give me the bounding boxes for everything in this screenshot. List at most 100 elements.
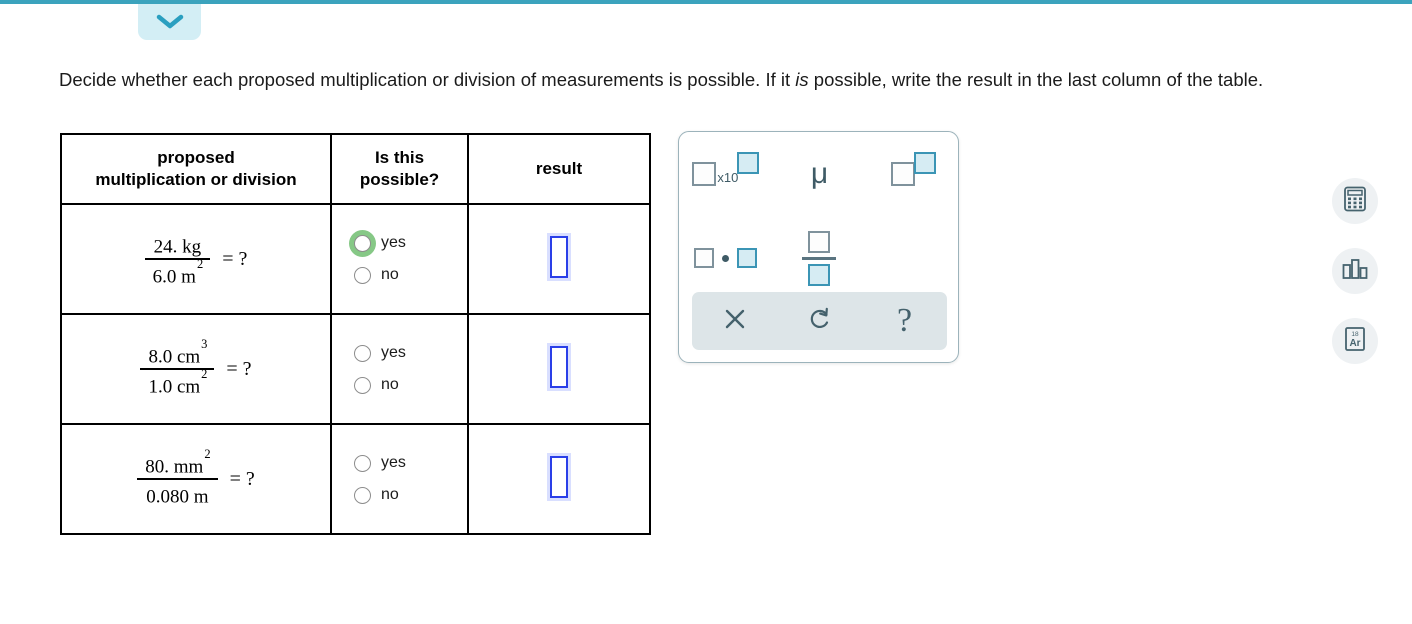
radio-button-no[interactable] <box>354 486 371 504</box>
equals-question: = ? <box>229 467 255 490</box>
fraction-icon <box>802 230 837 286</box>
numerator-exponent: 2 <box>204 446 211 461</box>
equals-question: = ? <box>222 247 248 270</box>
radio-button-yes[interactable] <box>354 234 371 252</box>
radio-label-no: no <box>381 266 399 283</box>
expression-cell: 24. kg 6.0 m2 = ? <box>60 203 332 315</box>
radio-option-yes[interactable]: yes <box>354 454 467 472</box>
base-and-label: x10 <box>692 162 738 186</box>
possible-cell: yes no <box>330 423 469 535</box>
keypad-button-grid: x10 μ <box>679 132 958 300</box>
radio-label-yes: yes <box>381 234 406 251</box>
result-input[interactable] <box>550 455 568 498</box>
denominator-text: 1.0 cm <box>148 376 201 398</box>
exponent-icon <box>890 152 936 186</box>
fraction: 8.0 cm3 1.0 cm2 <box>140 336 215 398</box>
prompt-text-part2: possible, write the result in the last c… <box>808 68 1264 90</box>
column-header-possible-line2: possible? <box>359 170 440 189</box>
denominator-box <box>808 263 831 286</box>
radio-group: yes no <box>354 454 467 504</box>
svg-text:Ar: Ar <box>1349 338 1360 349</box>
fraction: 80. mm2 0.080 m <box>137 446 218 508</box>
radio-label-yes: yes <box>381 454 406 471</box>
question-mark-icon: ? <box>896 302 913 339</box>
numerator-text: 8.0 cm <box>148 346 201 368</box>
radio-option-no[interactable]: no <box>354 376 467 394</box>
scientific-notation-button[interactable]: x10 <box>679 132 773 216</box>
prompt-text-part1: Decide whether each proposed multiplicat… <box>59 68 796 90</box>
fraction-numerator: 24. kg <box>146 230 210 258</box>
fraction: 24. kg 6.0 m2 <box>144 230 211 288</box>
calculator-tool[interactable] <box>1332 178 1378 224</box>
undo-arrow-icon <box>806 305 834 338</box>
column-header-result: result <box>467 133 651 205</box>
help-button[interactable]: ? <box>897 304 912 338</box>
math-expression: 24. kg 6.0 m2 = ? <box>144 230 248 288</box>
radio-button-no[interactable] <box>354 376 371 394</box>
radio-option-yes[interactable]: yes <box>354 344 467 362</box>
fraction-bar <box>137 478 218 480</box>
denominator-text: 6.0 m <box>152 266 196 288</box>
fraction-button[interactable] <box>773 216 867 300</box>
denominator-exponent: 2 <box>201 366 208 381</box>
result-input[interactable] <box>550 345 568 388</box>
radio-button-no[interactable] <box>354 266 371 284</box>
exponent-box <box>737 152 760 174</box>
math-expression: 80. mm2 0.080 m = ? <box>137 446 255 508</box>
periodic-table-tool[interactable]: 18 Ar <box>1332 318 1378 364</box>
fraction-bar <box>144 258 211 260</box>
math-keypad-panel: x10 μ <box>678 131 959 363</box>
numerator-box <box>808 230 831 253</box>
radio-label-yes: yes <box>381 344 406 361</box>
result-cell[interactable] <box>467 203 651 315</box>
calculator-icon <box>1343 186 1367 217</box>
numerator-exponent: 3 <box>201 336 208 351</box>
result-cell[interactable] <box>467 423 651 535</box>
empty-box <box>890 162 915 186</box>
radio-button-yes[interactable] <box>354 454 371 472</box>
result-input[interactable] <box>550 235 568 278</box>
math-expression: 8.0 cm3 1.0 cm2 = ? <box>140 336 252 398</box>
column-header-expression-line1: proposed <box>157 148 235 167</box>
svg-text:18: 18 <box>1351 331 1359 338</box>
exponent-box <box>913 152 936 174</box>
x10-label: x10 <box>717 170 739 185</box>
fraction-bar <box>802 256 837 260</box>
chevron-down-icon <box>156 14 184 30</box>
close-x-icon <box>722 306 748 337</box>
fraction-denominator: 0.080 m <box>138 480 216 508</box>
clear-button[interactable] <box>722 306 748 337</box>
periodic-table-icon: 18 Ar <box>1343 326 1367 357</box>
measurement-table: proposed multiplication or division Is t… <box>60 133 651 535</box>
radio-option-no[interactable]: no <box>354 266 467 284</box>
radio-label-no: no <box>381 376 399 393</box>
numerator-text: 80. mm <box>145 456 204 478</box>
exponent-button[interactable] <box>866 132 958 216</box>
radio-option-no[interactable]: no <box>354 486 467 504</box>
mu-symbol: μ <box>810 157 829 190</box>
multiplication-dot-button[interactable] <box>679 216 773 300</box>
expression-cell: 8.0 cm3 1.0 cm2 = ? <box>60 313 332 425</box>
table-row: 8.0 cm3 1.0 cm2 = ? yes <box>60 313 651 425</box>
radio-button-yes[interactable] <box>354 344 371 362</box>
bar-chart-icon <box>1341 257 1369 286</box>
collapse-section-tab[interactable] <box>138 4 201 40</box>
denominator-exponent: 2 <box>196 256 204 271</box>
column-header-possible: Is this possible? <box>330 133 469 205</box>
fraction-numerator: 80. mm2 <box>137 446 217 478</box>
table-row: 80. mm2 0.080 m = ? yes <box>60 423 651 535</box>
top-accent-bar <box>0 0 1412 4</box>
fraction-bar <box>140 368 215 370</box>
possible-cell: yes no <box>330 313 469 425</box>
result-cell[interactable] <box>467 313 651 425</box>
radio-group: yes no <box>354 344 467 394</box>
radio-option-yes[interactable]: yes <box>354 234 467 252</box>
column-header-possible-line1: Is this <box>374 148 425 167</box>
micro-prefix-button[interactable]: μ <box>773 132 867 216</box>
table-row: 24. kg 6.0 m2 = ? yes <box>60 203 651 315</box>
data-chart-tool[interactable] <box>1332 248 1378 294</box>
undo-button[interactable] <box>806 305 834 338</box>
dot-operator <box>722 254 730 262</box>
fraction-denominator: 6.0 m2 <box>145 256 211 288</box>
